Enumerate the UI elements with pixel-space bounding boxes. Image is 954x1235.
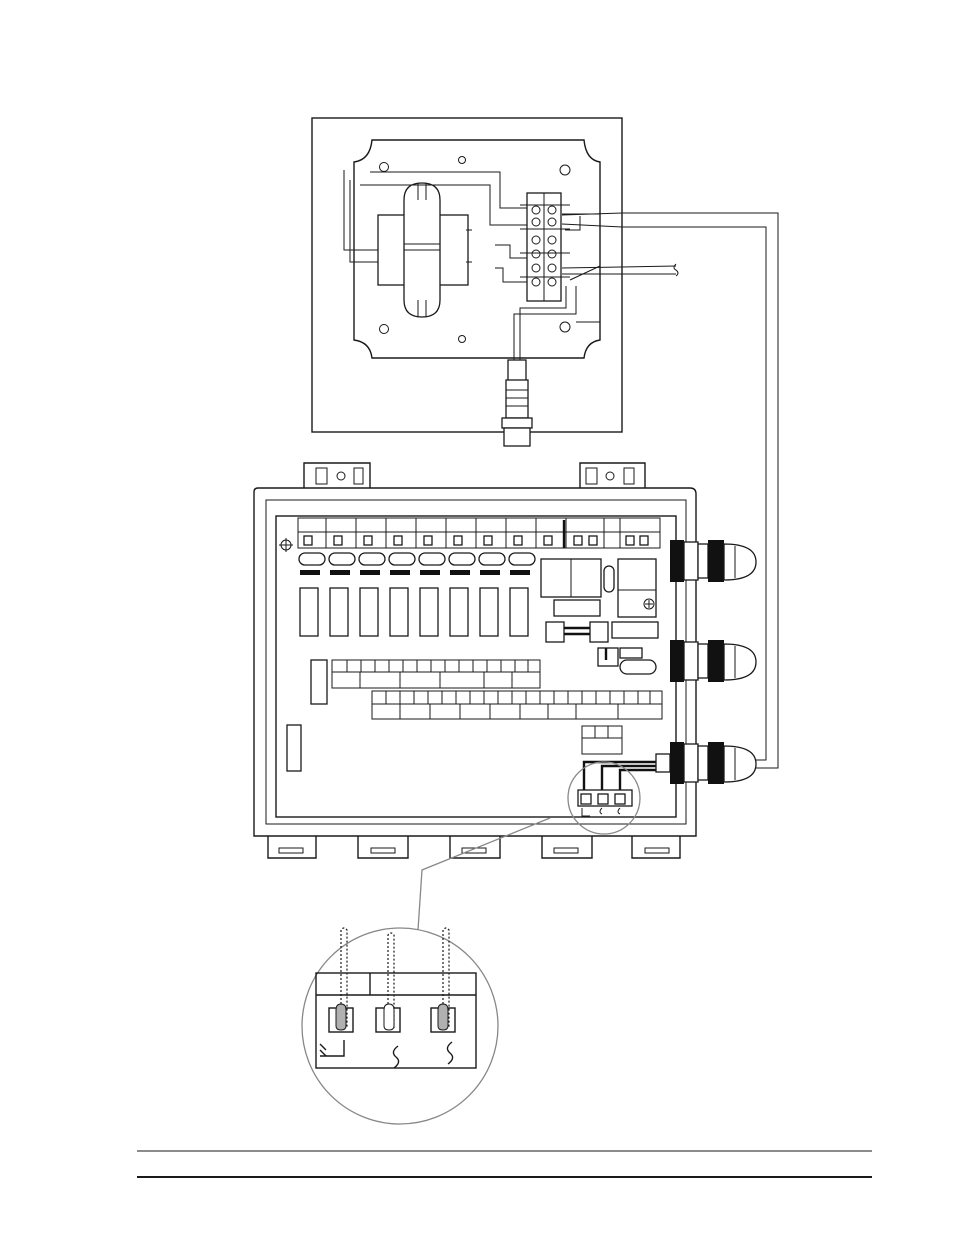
controller-enclosure xyxy=(254,463,756,858)
power-components xyxy=(541,559,658,674)
output-terminal-strip xyxy=(298,518,660,548)
supply-cable-gland xyxy=(502,360,532,446)
input-terminal-row-1 xyxy=(332,660,540,688)
fuse-row xyxy=(299,553,535,575)
terminal-strip xyxy=(520,193,570,301)
cable-gland-top xyxy=(670,540,756,582)
input-terminal-row-2 xyxy=(372,691,662,719)
terminal-block-detail xyxy=(302,818,550,1124)
power-input-terminal xyxy=(578,754,670,816)
ground-symbol xyxy=(279,538,293,552)
aux-terminal-block xyxy=(582,726,622,754)
detail-leader-line xyxy=(418,818,550,930)
ac-line-symbol xyxy=(393,1046,398,1068)
ac-neutral-symbol xyxy=(447,1042,452,1064)
cable-gland-middle xyxy=(670,640,756,682)
transformer xyxy=(378,183,472,317)
footer-rules xyxy=(137,1151,872,1177)
cable-gland-bottom xyxy=(670,742,756,784)
relay-row xyxy=(300,588,528,636)
battery-holder xyxy=(287,725,301,771)
connector-header xyxy=(311,660,327,704)
